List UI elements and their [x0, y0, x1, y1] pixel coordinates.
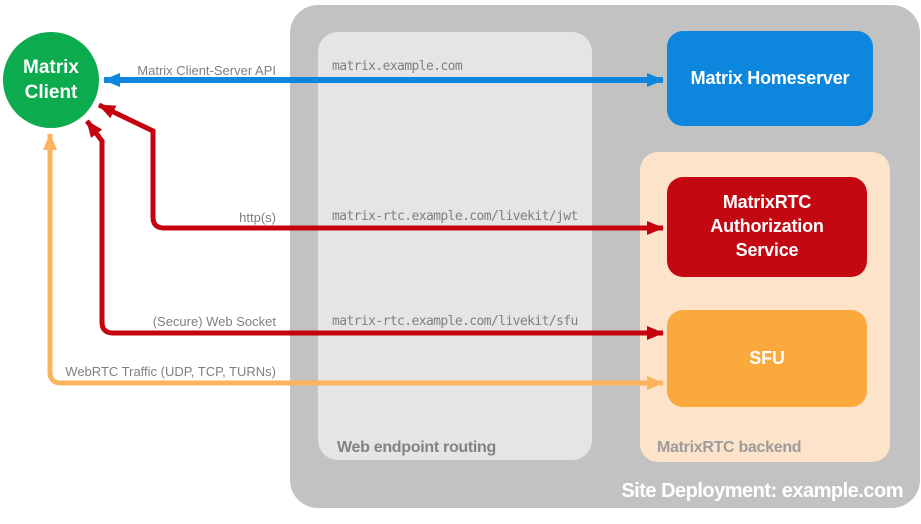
node-sfu: SFU	[667, 310, 867, 407]
node-matrix-client: Matrix Client	[3, 32, 99, 128]
endpoint-matrix: matrix.example.com	[332, 59, 463, 74]
endpoint-livekit-sfu: matrix-rtc.example.com/livekit/sfu	[332, 314, 578, 329]
arrow-label-https: http(s)	[239, 210, 276, 225]
arrow-label-web-socket: (Secure) Web Socket	[152, 314, 276, 329]
node-matrixrtc-authorization-service: MatrixRTC Authorization Service	[667, 177, 867, 277]
site-deployment-label: Site Deployment: example.com	[621, 480, 903, 502]
web-endpoint-routing-label: Web endpoint routing	[337, 439, 497, 456]
node-matrix-homeserver: Matrix Homeserver	[667, 31, 873, 126]
arrow-label-webrtc-traffic: WebRTC Traffic (UDP, TCP, TURNs)	[65, 364, 276, 379]
matrixrtc-backend-label: MatrixRTC backend	[657, 439, 802, 456]
endpoint-livekit-jwt: matrix-rtc.example.com/livekit/jwt	[332, 209, 578, 224]
web-endpoint-routing-container	[318, 32, 592, 460]
